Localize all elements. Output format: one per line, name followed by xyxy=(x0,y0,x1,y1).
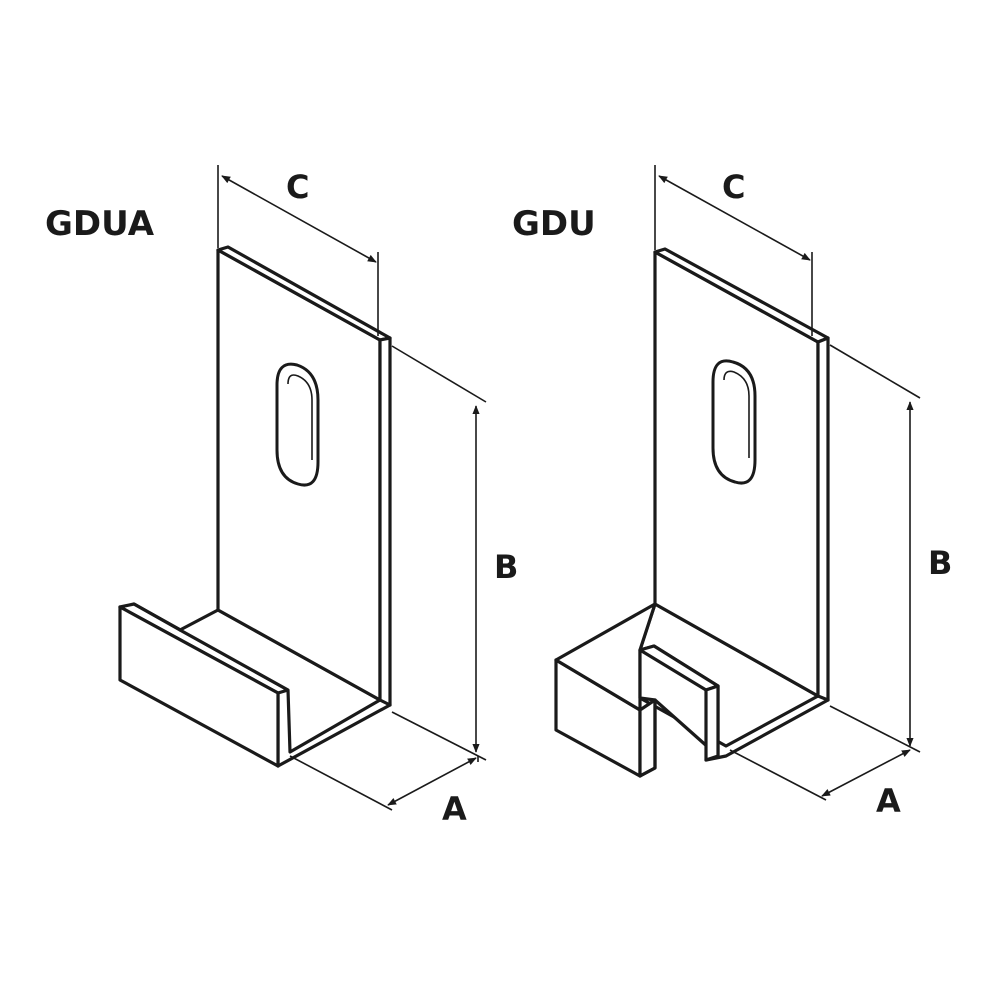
gdua-title: GDUA xyxy=(45,204,155,244)
gdua-base-back-edge xyxy=(132,602,182,632)
gdu-block-rib-side xyxy=(704,684,720,762)
gdu-bottom-edge xyxy=(704,698,830,762)
gdu-dim-c: C xyxy=(654,165,813,336)
gdua-dim-c-label: C xyxy=(286,168,309,206)
gdua-dim-b-label: B xyxy=(494,548,518,586)
gdu-plate-side xyxy=(816,336,830,702)
gdu-title: GDU xyxy=(512,204,596,244)
gdu-slot xyxy=(711,359,757,485)
gdu-dim-c-label: C xyxy=(722,168,745,206)
gdua-dim-a-label: A xyxy=(442,790,467,828)
gdu-notch-edge xyxy=(638,698,657,778)
gdu-dim-a-label: A xyxy=(876,782,901,820)
gdua-base xyxy=(178,608,382,754)
gdua-bottom-edge xyxy=(276,703,392,768)
gdua-slot xyxy=(275,362,320,487)
gdua-dim-b: B xyxy=(391,345,518,761)
gdu-notch-wall xyxy=(638,698,657,778)
gdu-bracket: GDU C B xyxy=(512,165,952,820)
gdua-bracket: GDUA C B xyxy=(45,165,518,828)
gdua-dim-a: A xyxy=(289,755,479,828)
gdu-dim-b-label: B xyxy=(928,544,952,582)
gdu-dim-a: A xyxy=(729,749,911,820)
gdu-dim-b: B xyxy=(829,344,952,753)
gdua-dim-c: C xyxy=(217,165,379,336)
gdua-plate-side xyxy=(378,336,392,707)
